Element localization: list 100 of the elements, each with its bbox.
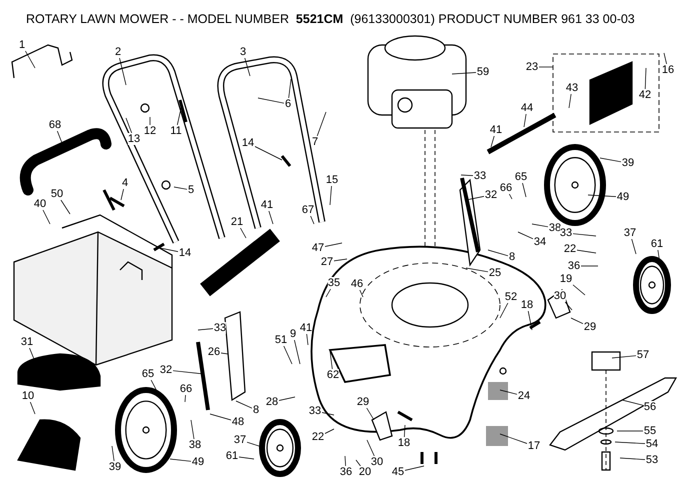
callout-number: 13 xyxy=(128,133,140,145)
callout-number: 37 xyxy=(234,434,246,446)
leader-line xyxy=(500,302,508,318)
leader-line xyxy=(326,288,331,298)
leader-line xyxy=(404,466,424,471)
callout-number: 16 xyxy=(662,64,674,76)
callout-number: 27 xyxy=(320,256,334,268)
callout-number: 32 xyxy=(484,189,498,201)
leader-line xyxy=(316,112,326,136)
leader-line xyxy=(538,66,554,68)
callout-number: 39 xyxy=(622,157,634,169)
callout-number: 40 xyxy=(34,198,46,210)
leader-line xyxy=(330,350,333,370)
callout-number: 14 xyxy=(178,247,192,259)
leader-line xyxy=(532,224,548,228)
callout-number: 37 xyxy=(624,227,636,239)
callout-number: 25 xyxy=(488,267,502,279)
leader-line xyxy=(246,442,262,448)
leader-line xyxy=(25,50,36,68)
callout-number: 9 xyxy=(290,328,296,340)
leader-line xyxy=(306,334,308,346)
leader-line xyxy=(466,268,488,272)
callout-number: 2 xyxy=(114,46,122,58)
callout-number: 1 xyxy=(18,39,26,51)
callout-number: 5 xyxy=(188,184,194,196)
leader-line xyxy=(568,94,572,108)
callout-number: 68 xyxy=(48,119,62,131)
leader-line xyxy=(322,412,334,416)
callout-number: 24 xyxy=(518,390,530,402)
leader-line xyxy=(359,290,364,298)
leader-line xyxy=(612,355,636,358)
callout-number: 8 xyxy=(252,404,260,416)
leader-line xyxy=(112,446,114,462)
callout-number: 41 xyxy=(300,322,312,334)
callout-number: 11 xyxy=(170,125,182,137)
callout-number: 61 xyxy=(226,450,238,462)
leader-line xyxy=(452,72,476,74)
callout-number: 6 xyxy=(284,98,292,110)
leader-line xyxy=(30,402,36,414)
callout-number: 26 xyxy=(208,346,220,358)
callout-number: 52 xyxy=(504,291,518,303)
leader-line xyxy=(490,136,495,148)
leader-line xyxy=(620,458,646,460)
leader-line xyxy=(174,186,188,190)
callout-number: 56 xyxy=(644,401,656,413)
leader-line xyxy=(56,130,62,144)
callout-number: 18 xyxy=(520,299,534,311)
leader-line xyxy=(240,228,246,238)
leader-line xyxy=(576,250,596,254)
callout-number: 45 xyxy=(392,466,404,478)
leader-line xyxy=(258,98,284,104)
callout-number: 48 xyxy=(232,416,244,428)
leader-line xyxy=(500,390,518,395)
callout-number: 22 xyxy=(312,431,324,443)
callout-number: 46 xyxy=(350,278,364,290)
leader-line xyxy=(236,400,252,409)
callout-number: 33 xyxy=(214,322,226,334)
leader-line xyxy=(664,52,667,64)
callout-number: 29 xyxy=(584,321,596,333)
leader-line xyxy=(524,114,526,128)
leader-line xyxy=(460,174,474,176)
leader-line xyxy=(238,456,254,460)
callout-number: 62 xyxy=(326,369,340,381)
leader-line xyxy=(528,310,532,330)
leader-line xyxy=(288,78,292,98)
callout-number: 50 xyxy=(50,188,64,200)
leader-line xyxy=(344,456,346,466)
callout-number: 33 xyxy=(308,405,322,417)
leader-line xyxy=(119,58,126,86)
callout-number: 39 xyxy=(108,461,122,473)
callout-number: 34 xyxy=(534,236,546,248)
callout-number: 66 xyxy=(500,182,512,194)
leader-line xyxy=(572,284,586,296)
callout-number: 12 xyxy=(144,125,156,137)
callout-number: 49 xyxy=(616,191,630,203)
leader-line xyxy=(283,346,292,364)
leader-line xyxy=(644,68,646,90)
callout-number: 38 xyxy=(548,222,562,234)
callout-number: 67 xyxy=(302,204,314,216)
callout-number: 54 xyxy=(646,438,658,450)
leader-line xyxy=(190,420,194,440)
leader-line xyxy=(220,352,228,354)
callout-number: 23 xyxy=(526,61,538,73)
leader-line xyxy=(614,442,646,444)
callout-number: 65 xyxy=(514,171,528,183)
leader-line xyxy=(600,158,622,162)
leader-line xyxy=(572,233,596,236)
callout-number: 38 xyxy=(188,439,202,451)
leader-line xyxy=(366,440,375,456)
callout-number: 8 xyxy=(508,251,516,263)
leader-line xyxy=(324,428,334,434)
callout-number: 65 xyxy=(142,368,154,380)
callout-number: 19 xyxy=(560,273,572,285)
callout-number: 53 xyxy=(646,454,658,466)
callout-number: 15 xyxy=(326,174,338,186)
callout-number: 22 xyxy=(564,243,576,255)
callout-number: 35 xyxy=(328,277,340,289)
leader-line xyxy=(254,146,282,160)
callout-number: 41 xyxy=(490,124,502,136)
diagram-title: ROTARY LAWN MOWER - - MODEL NUMBER 5521CM (96133000301) PRODUCT NUMBER 961 33 00-03 xyxy=(26,12,635,26)
